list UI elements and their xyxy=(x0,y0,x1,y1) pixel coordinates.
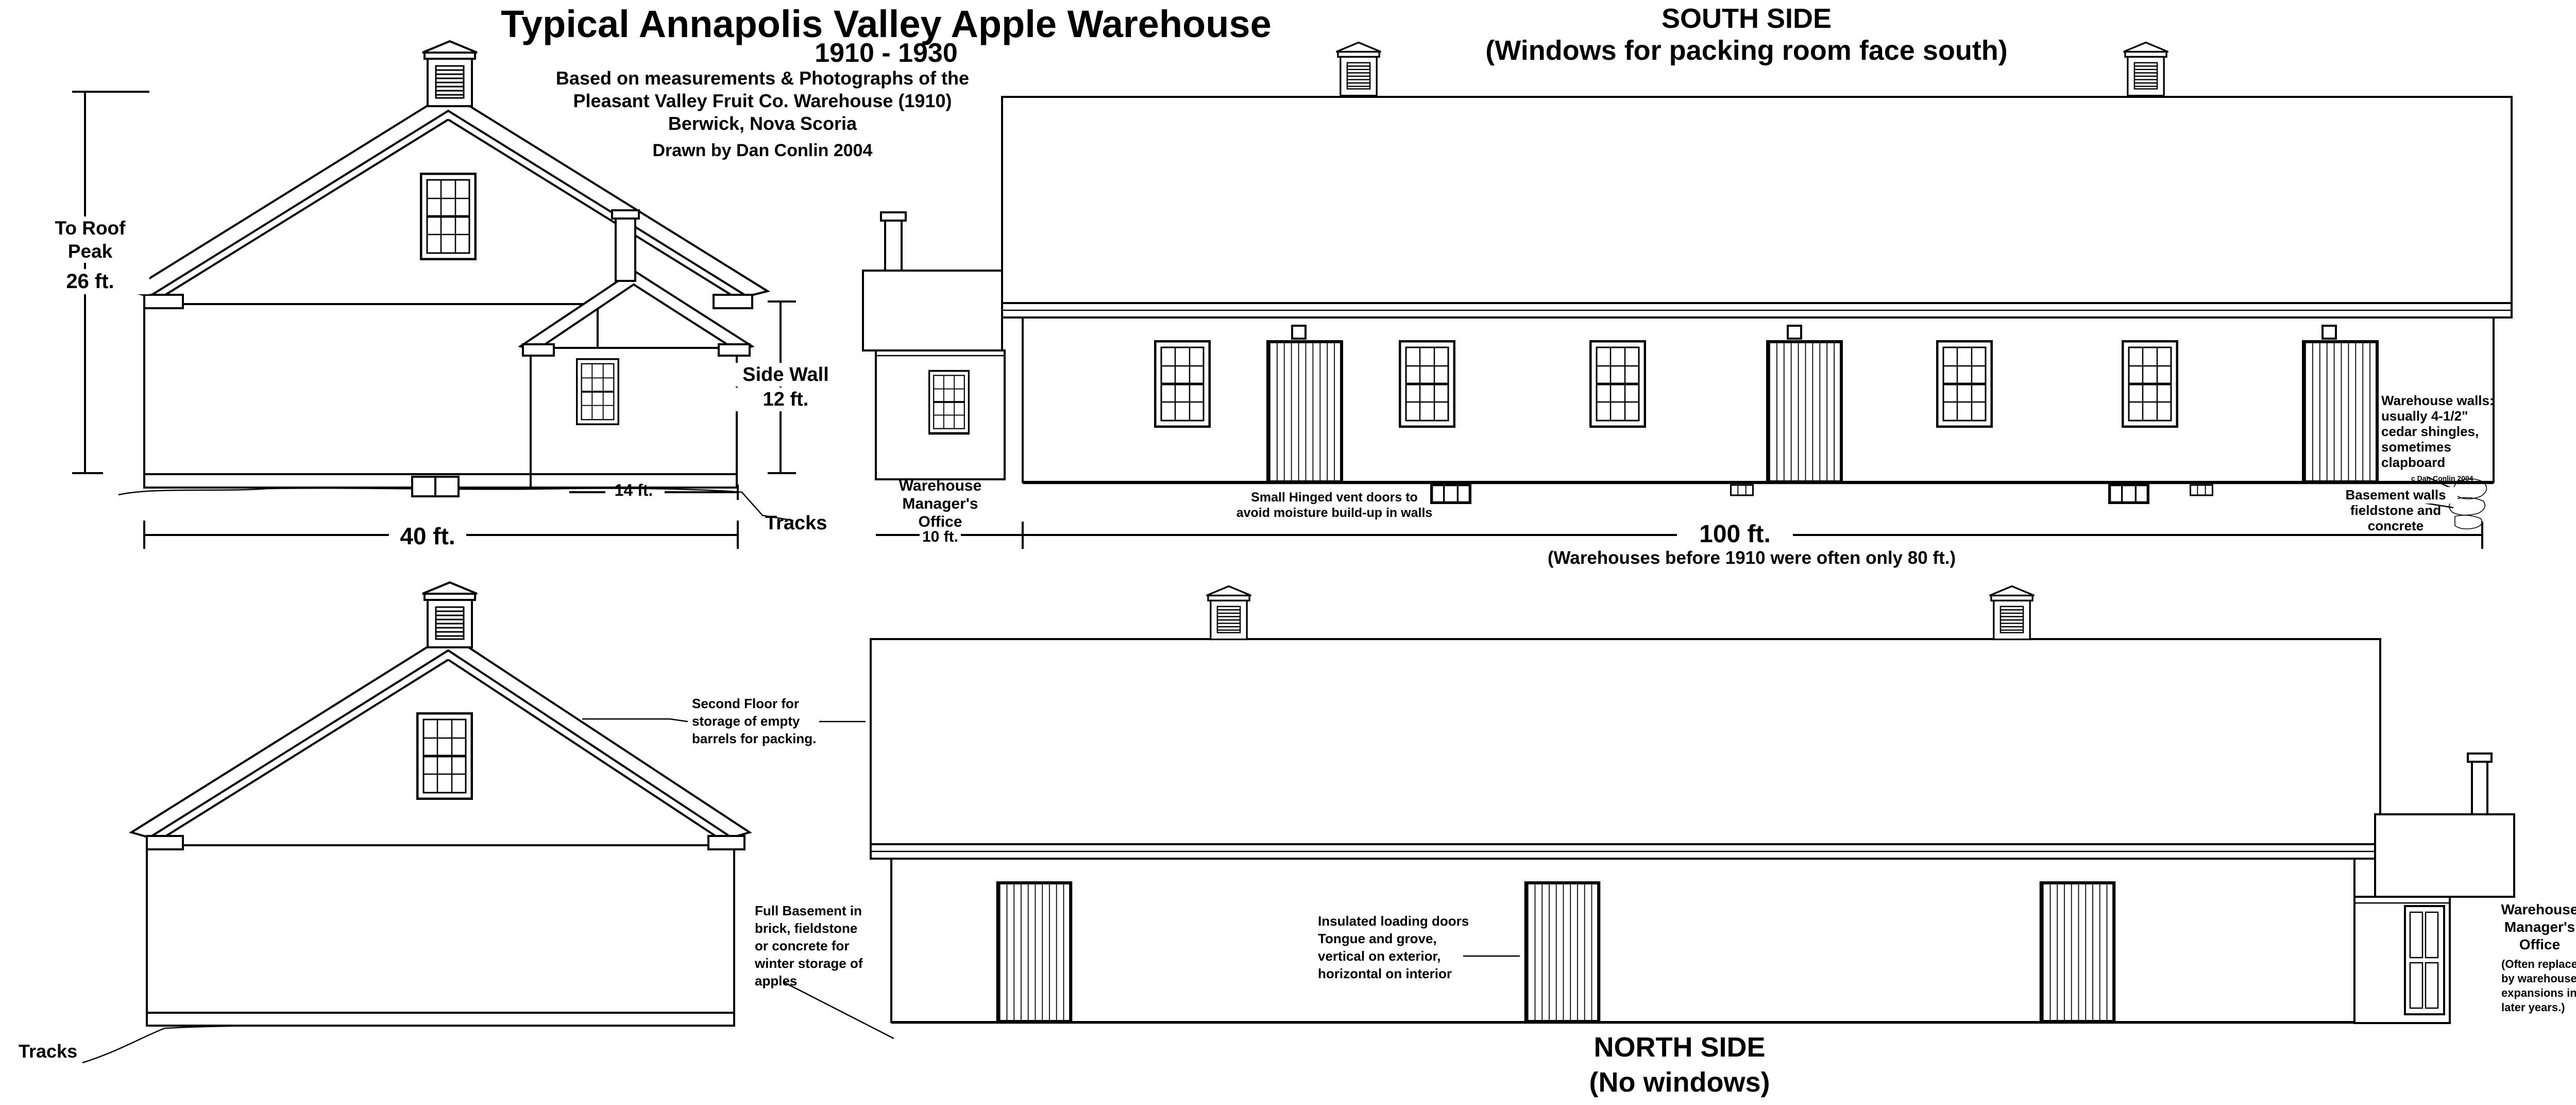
north-office-note-1: (Often replaced xyxy=(2501,958,2576,970)
drawn-by: Drawn by Dan Conlin 2004 xyxy=(652,141,873,160)
basement-walls-note-2: fieldstone and xyxy=(2350,503,2442,518)
full-basement-note-2: brick, fieldstone xyxy=(755,920,858,936)
walls-note-1: Warehouse walls: xyxy=(2381,393,2494,408)
loading-doors-note-1: Insulated loading doors xyxy=(1318,913,1469,929)
walls-note-5: clapboard xyxy=(2381,455,2446,470)
basement-walls-note-3: concrete xyxy=(2367,518,2424,533)
copyright: c Dan Conlin 2004 xyxy=(2411,474,2473,482)
loading-doors-note-3: vertical on exterior, xyxy=(1318,948,1441,964)
second-floor-note-2: storage of empty xyxy=(692,713,800,729)
south-side-subheading: (Windows for packing room face south) xyxy=(1485,35,2008,66)
north-office-label-2: Manager's xyxy=(2504,919,2575,935)
full-basement-note-1: Full Basement in xyxy=(755,903,862,918)
south-length-note: (Warehouses before 1910 were often only … xyxy=(1547,548,1956,568)
end-elevation-lower xyxy=(82,581,894,1064)
north-office-label-1: Warehouse xyxy=(2501,901,2576,917)
south-side-heading: SOUTH SIDE xyxy=(1661,3,1832,34)
end-elevation-upper xyxy=(72,40,796,549)
north-office-note-4: later years.) xyxy=(2501,1001,2565,1014)
tracks-label-upper: Tracks xyxy=(765,512,827,534)
end-width-label: 40 ft. xyxy=(400,523,455,549)
north-office-label-3: Office xyxy=(2519,936,2561,952)
vent-note-2: avoid moisture build-up in walls xyxy=(1236,506,1433,520)
walls-note-4: sometimes xyxy=(2381,439,2451,455)
north-office-note-2: by warehouse xyxy=(2501,972,2576,985)
south-side-elevation xyxy=(862,41,2513,549)
roof-peak-label-2: Peak xyxy=(31,240,149,263)
north-side-subheading: (No windows) xyxy=(1589,1067,1770,1098)
south-office-label-4: 10 ft. xyxy=(922,528,959,545)
south-office-label-1: Warehouse xyxy=(899,477,982,494)
north-side-elevation xyxy=(870,585,2515,1024)
south-office-label-2: Manager's xyxy=(902,495,978,512)
side-wall-label-2: 12 ft. xyxy=(732,388,840,412)
source-line-3: Berwick, Nova Scoria xyxy=(668,113,857,134)
south-length-label: 100 ft. xyxy=(1699,521,1771,548)
full-basement-note-4: winter storage of xyxy=(755,956,863,971)
loading-doors-note-4: horizontal on interior xyxy=(1318,966,1452,981)
second-floor-note-1: Second Floor for xyxy=(692,696,799,711)
second-floor-note-3: barrels for packing. xyxy=(692,731,817,746)
vent-note-1: Small Hinged vent doors to xyxy=(1251,490,1418,505)
tracks-label-lower: Tracks xyxy=(19,1041,78,1062)
source-line-2: Pleasant Valley Fruit Co. Warehouse (191… xyxy=(573,90,952,111)
north-side-heading: NORTH SIDE xyxy=(1594,1032,1766,1063)
south-office-label-3: Office xyxy=(918,513,962,530)
source-line-1: Based on measurements & Photographs of t… xyxy=(555,68,970,89)
addition-width-label: 14 ft. xyxy=(614,481,653,499)
side-wall-label-1: Side Wall xyxy=(732,363,840,387)
basement-walls-note-1: Basement walls xyxy=(2334,487,2458,504)
walls-note-2: usually 4-1/2" xyxy=(2381,408,2468,424)
roof-peak-label-3: 26 ft. xyxy=(31,269,149,294)
year-range: 1910 - 1930 xyxy=(815,38,958,68)
north-office-note-3: expansions in xyxy=(2501,986,2576,999)
roof-peak-label-1: To Roof xyxy=(31,216,149,240)
full-basement-note-5: apples xyxy=(755,973,798,989)
loading-doors-note-2: Tongue and grove, xyxy=(1318,931,1437,946)
walls-note-3: cedar shingles, xyxy=(2381,424,2479,439)
full-basement-note-3: or concrete for xyxy=(755,938,850,953)
page-title: Typical Annapolis Valley Apple Warehouse xyxy=(501,3,1272,45)
